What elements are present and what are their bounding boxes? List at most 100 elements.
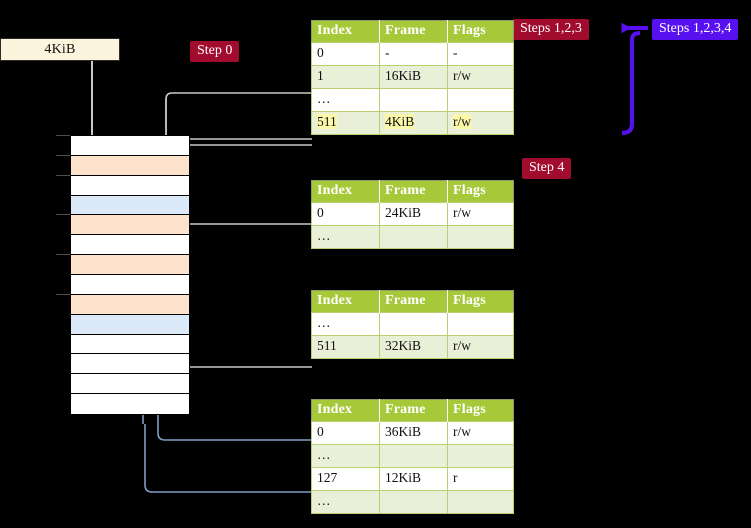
cell-frame (379, 225, 448, 249)
table-row: … (311, 490, 514, 514)
badge-steps-1234: Steps 1,2,3,4 (652, 19, 739, 40)
wire-pt3-row0-out (179, 223, 312, 258)
cell-frame (379, 88, 448, 112)
cell-index: … (311, 444, 380, 468)
cell-index: 511 (311, 111, 380, 135)
table-row: … (311, 444, 514, 468)
memory-frame-row (71, 275, 189, 295)
badge-step-0: Step 0 (190, 41, 240, 62)
wire-pt1-row127-out (144, 424, 312, 493)
cell-flags (447, 88, 514, 112)
memory-frame-row (71, 394, 189, 414)
memory-frame-row (71, 294, 189, 315)
cell-frame: 32KiB (379, 335, 448, 359)
cell-index: 0 (311, 42, 380, 66)
memory-tick (56, 293, 70, 295)
column-header-index: Index (311, 180, 380, 203)
frame-size-label: 4KiB (0, 38, 120, 61)
cell-flags (447, 490, 514, 514)
cell-flags: r/w (447, 65, 514, 89)
table-header-row: Index Frame Flags (311, 180, 514, 203)
cell-index: 1 (311, 65, 380, 89)
column-header-flags: Flags (447, 180, 514, 203)
cell-flags (447, 312, 514, 336)
cell-frame: 36KiB (379, 421, 448, 445)
cell-flags: r/w (447, 421, 514, 445)
cell-index: … (311, 490, 380, 514)
table-header-row: Index Frame Flags (311, 399, 514, 422)
cell-flags: r/w (447, 202, 514, 226)
table-row: … (311, 312, 514, 336)
column-header-flags: Flags (447, 20, 514, 43)
memory-frame-row (71, 155, 189, 176)
cell-frame (379, 444, 448, 468)
column-header-flags: Flags (447, 399, 514, 422)
cell-flags: r/w (447, 335, 514, 359)
cell-index: … (311, 88, 380, 112)
table-row: … (311, 225, 514, 249)
memory-frame-row (71, 334, 189, 355)
column-header-index: Index (311, 290, 380, 313)
cell-index: 511 (311, 335, 380, 359)
wire-steps-bracket (621, 31, 641, 135)
cell-frame: - (379, 42, 448, 66)
memory-tick (56, 135, 70, 136)
column-header-frame: Frame (379, 399, 448, 422)
memory-frame-row (71, 136, 189, 156)
column-header-flags: Flags (447, 290, 514, 313)
cell-flags (447, 444, 514, 468)
cell-frame: 12KiB (379, 467, 448, 491)
memory-frame-row (71, 175, 189, 196)
cell-index: 127 (311, 467, 380, 491)
cell-flags: - (447, 42, 514, 66)
column-header-frame: Frame (379, 20, 448, 43)
table-header-row: Index Frame Flags (311, 20, 514, 43)
memory-tick (56, 254, 70, 256)
memory-tick (56, 154, 70, 156)
wire-memory-to-pt4-row1 (179, 144, 312, 152)
cell-index: 0 (311, 421, 380, 445)
cell-frame: 4KiB (379, 111, 448, 135)
cell-frame (379, 312, 448, 336)
memory-frame-row (71, 215, 189, 236)
column-header-frame: Frame (379, 290, 448, 313)
cell-flags (447, 225, 514, 249)
cell-flags: r/w (447, 111, 514, 135)
cell-index: … (311, 225, 380, 249)
badge-step-4: Step 4 (522, 158, 572, 179)
column-header-index: Index (311, 399, 380, 422)
table-row: 0-- (311, 42, 514, 66)
physical-memory-bar (70, 135, 190, 415)
memory-tick (56, 214, 70, 216)
table-row: … (311, 88, 514, 112)
cell-frame: 16KiB (379, 65, 448, 89)
badge-steps-123: Steps 1,2,3 (513, 19, 589, 40)
memory-frame-row (71, 235, 189, 256)
cell-index: 0 (311, 202, 380, 226)
cell-frame: 24KiB (379, 202, 448, 226)
cell-flags: r (447, 467, 514, 491)
memory-frame-row (71, 195, 189, 216)
cell-frame (379, 490, 448, 514)
memory-frame-row (71, 354, 189, 375)
table-header-row: Index Frame Flags (311, 290, 514, 313)
column-header-frame: Frame (379, 180, 448, 203)
memory-frame-row (71, 314, 189, 335)
memory-tick (56, 174, 70, 176)
memory-frame-row (71, 374, 189, 395)
